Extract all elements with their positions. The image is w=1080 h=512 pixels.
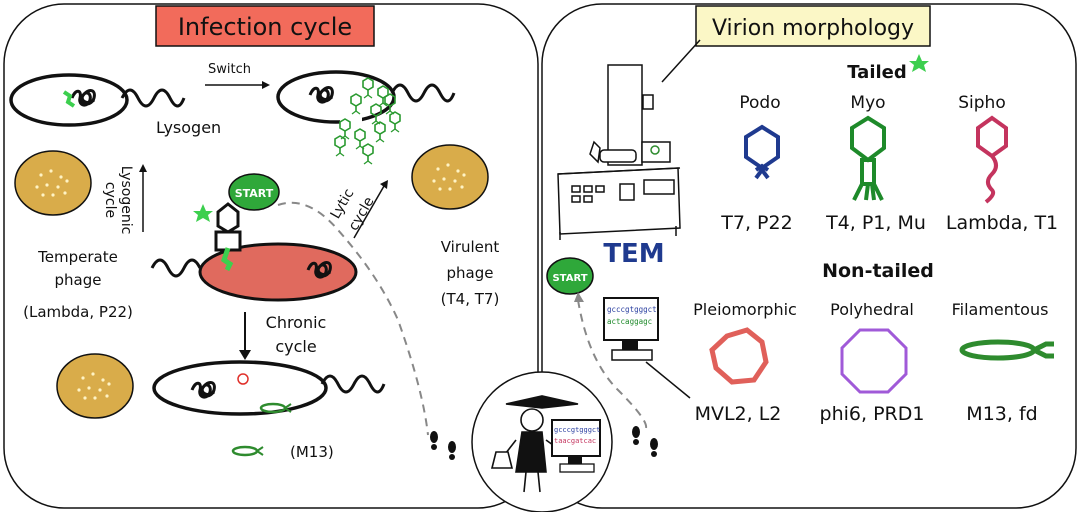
- plate-lytic: [411, 144, 489, 210]
- filamentous-phage-small: [259, 402, 292, 414]
- chronic-dna-tail: [320, 374, 386, 394]
- infection-cycle-title: Infection cycle: [178, 13, 352, 41]
- lysogenic-cycle-label-2: cycle: [102, 182, 118, 218]
- lysogen-dna-tail: [120, 88, 186, 108]
- computer-icon: [603, 297, 659, 361]
- computer-sequence-1: gcccgtgggct: [607, 305, 657, 314]
- filamentous-examples: M13, fd: [966, 403, 1037, 425]
- podo-phage-icon: [744, 124, 780, 180]
- lysogenic-text-2: cycle: [102, 182, 118, 218]
- tailed-star-icon: [909, 54, 929, 72]
- virion-morphology-title: Virion morphology: [712, 16, 914, 41]
- chronic-arrowhead: [239, 350, 251, 360]
- infection-cycle-title-box: [155, 5, 375, 47]
- infecting-phage-icon: [214, 202, 242, 272]
- chronic-label-1: Chronic: [266, 313, 327, 332]
- lytic-arrow: [353, 185, 385, 239]
- non-tailed-heading: Non-tailed: [822, 260, 934, 282]
- center-sequence-2: taacgatcac: [554, 437, 596, 445]
- m13-label: (M13): [290, 443, 334, 461]
- lysogen-label: Lysogen: [156, 118, 221, 137]
- temperate-label-2: phage: [55, 271, 102, 289]
- lysogenic-arrowhead: [139, 164, 147, 172]
- chronic-label-2: cycle: [275, 337, 316, 356]
- temperate-label-1: Temperate: [37, 248, 118, 266]
- switch-arrowhead: [262, 81, 270, 89]
- computer-sequence-2: actcaggagc: [607, 317, 652, 326]
- center-computer-icon: [551, 419, 601, 473]
- podo-examples: T7, P22: [720, 212, 792, 234]
- sipho-name: Sipho: [958, 93, 1005, 113]
- virulent-label-1: Virulent: [441, 238, 500, 256]
- pleiomorphic-examples: MVL2, L2: [695, 403, 782, 425]
- computer-pointer: [645, 361, 691, 399]
- myo-name: Myo: [850, 93, 885, 113]
- myo-phage-icon: [850, 115, 886, 201]
- title-pointer: [661, 39, 701, 83]
- virion-morphology-title-box: [695, 5, 931, 47]
- start-label-left: START: [235, 187, 274, 200]
- start-label-right: START: [552, 273, 587, 284]
- chronic-cell: [152, 360, 328, 416]
- pleiomorphic-name: Pleiomorphic: [693, 300, 797, 319]
- switch-label: Switch: [208, 62, 251, 77]
- right-panel-border: [541, 3, 1077, 509]
- tailed-heading: Tailed: [847, 62, 907, 83]
- green-prophage-icon: [62, 90, 76, 108]
- sipho-examples: Lambda, T1: [946, 212, 1058, 234]
- filamentous-phage-icon: [959, 339, 1054, 361]
- myo-examples: T4, P1, Mu: [825, 212, 926, 234]
- lysing-dna-tail: [390, 83, 456, 103]
- start-button-right[interactable]: START: [546, 257, 594, 295]
- tem-label: TEM: [603, 239, 664, 269]
- pleiomorphic-phage-icon: [709, 327, 769, 385]
- dashed-path-right: [577, 299, 648, 429]
- temperate-dna-tail: [150, 258, 202, 278]
- lysing-cell: [276, 70, 396, 124]
- polyhedral-name: Polyhedral: [830, 300, 914, 319]
- filamentous-name: Filamentous: [952, 300, 1049, 319]
- center-sequence-1: gcccgtgggct: [554, 426, 600, 434]
- podo-name: Podo: [739, 93, 780, 113]
- virulent-label-3: (T4, T7): [441, 290, 500, 308]
- sipho-phage-icon: [976, 115, 1008, 204]
- green-star-icon: [193, 204, 213, 222]
- plate-lysogenic: [14, 150, 92, 216]
- polyhedral-phage-icon: [840, 328, 908, 394]
- infected-cell: [198, 242, 358, 302]
- cell-rupture: [340, 116, 362, 128]
- tem-microscope-icon: [557, 64, 681, 240]
- polyhedral-examples: phi6, PRD1: [820, 403, 925, 425]
- lysogenic-text-1: Lysogenic: [118, 166, 134, 235]
- plate-chronic: [56, 353, 134, 419]
- lytic-arrowhead: [380, 180, 388, 189]
- virulent-label-2: phage: [447, 264, 494, 282]
- lysogenic-cycle-label: Lysogenic: [118, 166, 134, 235]
- temperate-label-3: (Lambda, P22): [23, 303, 133, 321]
- filamentous-phage-legend-icon: [231, 445, 264, 457]
- chronic-plasmid-icon: [237, 373, 249, 385]
- dashed-path-to-start: [277, 201, 429, 436]
- start-button-left[interactable]: START: [228, 173, 280, 211]
- dashed-arrowhead-right: [574, 292, 584, 302]
